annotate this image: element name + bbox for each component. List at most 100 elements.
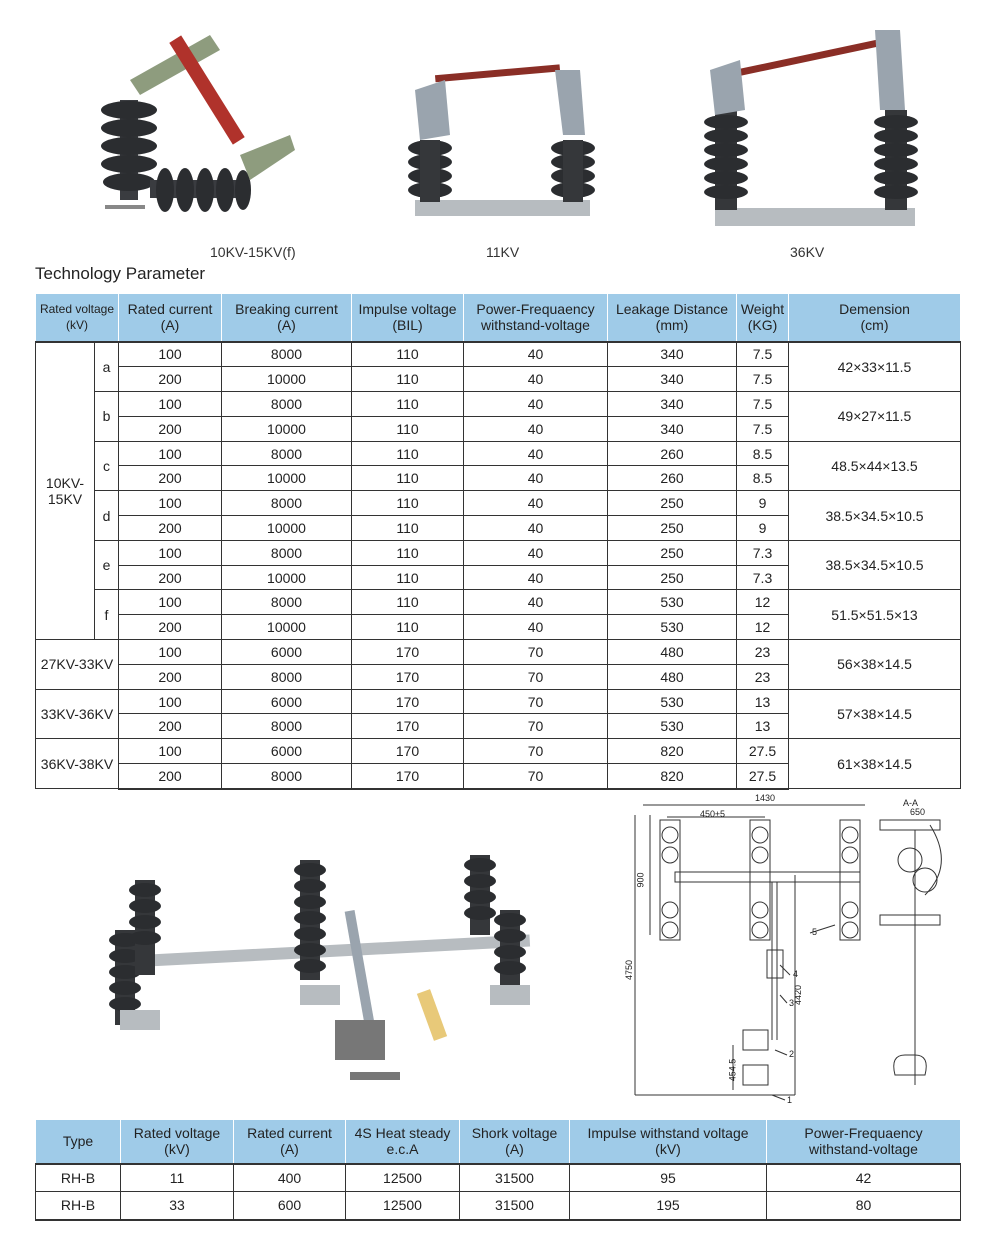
table-cell: 260: [607, 440, 737, 467]
dimension-cell: 61×38×14.5: [788, 738, 961, 790]
insulator-icon: [659, 819, 861, 941]
table-cell: 12500: [345, 1191, 460, 1221]
table-cell: 9: [736, 490, 789, 517]
subtype-code-cell: c: [94, 440, 119, 492]
table-cell: 42: [766, 1163, 961, 1192]
table-cell: 7.5: [736, 366, 789, 393]
disconnector-photo-36kv: [704, 30, 918, 226]
table-cell: 10000: [221, 465, 352, 492]
table-cell: 40: [463, 415, 608, 442]
insulator-icon: [109, 855, 526, 1025]
table-cell: 100: [118, 340, 222, 368]
table-cell: 95: [569, 1163, 767, 1192]
table-cell: 13: [736, 713, 789, 740]
voltage-class-cell: 10KV-15KV: [35, 340, 95, 641]
callout-5: 5: [812, 927, 818, 937]
table-cell: 110: [351, 614, 464, 641]
dim-handle: 4420: [793, 984, 804, 1006]
table-cell: 100: [118, 589, 222, 616]
table-cell: 31500: [459, 1191, 570, 1221]
subtype-code-cell: d: [94, 490, 119, 541]
voltage-class-cell: 36KV-38KV: [35, 738, 119, 790]
table-cell: 195: [569, 1191, 767, 1221]
table-cell: 340: [607, 366, 737, 393]
callout-2: 2: [789, 1049, 795, 1059]
table-cell: 12: [736, 614, 789, 641]
header-breaking-current: Breaking current(A): [221, 293, 352, 343]
table-cell: 7.3: [736, 539, 789, 566]
table-cell: 40: [463, 614, 608, 641]
table-cell: 70: [463, 688, 608, 715]
dim-pitch: 450±5: [700, 809, 725, 819]
header-weight: Weight(KG): [736, 293, 789, 343]
table-cell: 820: [607, 763, 737, 790]
header-rated-voltage: Rated voltage(kV): [120, 1119, 234, 1165]
table-cell: 110: [351, 366, 464, 393]
table-cell: 8000: [221, 391, 352, 417]
table-cell: 6000: [221, 738, 352, 765]
table-cell: 110: [351, 539, 464, 566]
dim-height: 900: [635, 872, 646, 888]
insulator-icon: [408, 140, 595, 202]
table-cell: 480: [607, 639, 737, 665]
table-cell: 7.5: [736, 391, 789, 417]
table-cell: 40: [463, 539, 608, 566]
header-impulse-withstand: Impulse withstand voltage(kV): [569, 1119, 767, 1165]
table-cell: 260: [607, 465, 737, 492]
table-cell: 12500: [345, 1163, 460, 1192]
table-cell: 40: [463, 490, 608, 517]
table-cell: 200: [118, 663, 222, 690]
table-cell: 23: [736, 663, 789, 690]
table-cell: 40: [463, 391, 608, 417]
table-cell: 170: [351, 738, 464, 765]
table-cell: 10000: [221, 366, 352, 393]
table-cell: 10000: [221, 415, 352, 442]
table-cell: 170: [351, 639, 464, 665]
table-cell: 80: [766, 1191, 961, 1221]
table-cell: 110: [351, 415, 464, 442]
table-cell: 100: [118, 391, 222, 417]
technology-parameter-table: Rated voltage(kV) Rated current(A) Break…: [35, 293, 961, 790]
table-cell: 27.5: [736, 763, 789, 790]
table-cell: 110: [351, 515, 464, 541]
table-cell: 8.5: [736, 440, 789, 467]
table-cell: 7.5: [736, 415, 789, 442]
table-cell: 530: [607, 713, 737, 740]
dim-side: 650: [910, 807, 926, 817]
table-cell: 40: [463, 440, 608, 467]
table-cell: 170: [351, 663, 464, 690]
table-cell: 27.5: [736, 738, 789, 765]
table-cell: 8000: [221, 490, 352, 517]
section-title: Technology Parameter: [35, 264, 206, 283]
table-cell: 33: [120, 1191, 234, 1221]
table-cell: 250: [607, 564, 737, 591]
table-cell: 110: [351, 490, 464, 517]
table-cell: 400: [233, 1163, 346, 1192]
header-impulse-voltage: Impulse voltage(BIL): [351, 293, 464, 343]
table-cell: 200: [118, 515, 222, 541]
table-cell: 8.5: [736, 465, 789, 492]
table-cell: 10000: [221, 614, 352, 641]
table-cell: 70: [463, 713, 608, 740]
table-cell: 40: [463, 515, 608, 541]
table-cell: 13: [736, 688, 789, 715]
table-cell: 530: [607, 688, 737, 715]
dimension-cell: 38.5×34.5×10.5: [788, 490, 961, 541]
table-cell: 8000: [221, 440, 352, 467]
subtype-code-cell: e: [94, 539, 119, 591]
table-cell: 110: [351, 564, 464, 591]
table-cell: 100: [118, 490, 222, 517]
table-cell: 250: [607, 490, 737, 517]
dimension-cell: 51.5×51.5×13: [788, 589, 961, 641]
